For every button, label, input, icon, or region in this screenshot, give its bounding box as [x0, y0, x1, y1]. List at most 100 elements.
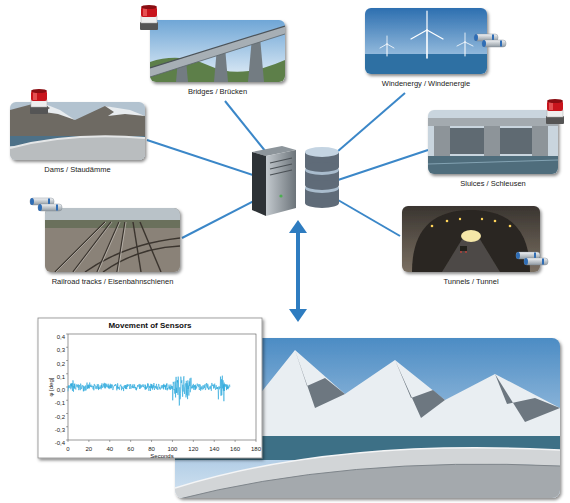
wind-photo-part-part-part [426, 30, 428, 58]
chart-grid-part [130, 440, 131, 442]
wind-photo-part-part-part [457, 42, 465, 46]
beacon-sensor-part [547, 110, 563, 117]
dam-photo-part-part [105, 106, 145, 116]
sluice-photo-part-part [450, 128, 484, 154]
railroad-photo-part-part-part [85, 238, 180, 272]
wind-photo-part-part [365, 54, 487, 74]
tile-caption: Tunnels / Tunnel [443, 277, 498, 286]
tile-caption: Windenergy / Windenergie [382, 79, 470, 88]
chart-grid-part [66, 413, 68, 414]
axis-label: 0,1 [57, 374, 65, 380]
tunnel-photo-part-part [431, 218, 512, 228]
railroad-photo-part-part-part [103, 246, 180, 272]
tilt-sensor-part [56, 205, 58, 211]
chart-frame-part [68, 334, 256, 440]
tilt-sensor-part [482, 40, 506, 47]
label-holder: -0,1 [55, 392, 65, 408]
tunnel-photo-part-part [461, 230, 481, 242]
hub-link-part [225, 101, 266, 152]
chart-frame [38, 318, 262, 458]
label-holder: 160 [230, 438, 240, 454]
railroad-photo-part-part-part [56, 222, 106, 272]
application-tile: Dams / Staudämme [10, 102, 145, 174]
chart-grid-part [66, 440, 68, 441]
bridge-photo-part-part [150, 34, 285, 77]
chart-grid-part [172, 440, 173, 442]
database-stack-part [305, 147, 339, 157]
tile-caption: Bridges / Brücken [188, 87, 247, 96]
hub-link-part [338, 200, 400, 236]
wind-photo-part-part [380, 11, 473, 58]
hub-link-part [182, 200, 256, 238]
beacon-sensor-part [143, 8, 147, 16]
chart-grid-part [214, 440, 215, 442]
axis-label: -0,4 [55, 440, 65, 446]
tunnel-photo-part-part-part [494, 220, 497, 223]
tilt-sensor-part [524, 258, 548, 265]
axis-label: 160 [230, 446, 240, 452]
tunnel-photo-part-part-part [431, 225, 434, 228]
label-holder: 0,0 [57, 379, 65, 395]
tunnel-photo-part-part-part [459, 218, 461, 220]
label-holder: 180 [251, 438, 261, 454]
sluice-photo-part-part [428, 110, 558, 174]
axis-label: 140 [209, 446, 219, 452]
chart-grid-part [66, 387, 68, 388]
bridge-photo [150, 20, 285, 82]
chart-grid-part [256, 440, 257, 442]
hub-link-part [338, 150, 428, 180]
axis-label: 80 [148, 446, 155, 452]
tilt-sensor-part [48, 199, 50, 205]
wind-photo-part-part-part [411, 30, 427, 39]
chart-grid-part [68, 440, 69, 442]
hub-link [147, 93, 428, 238]
tunnel-photo [402, 206, 540, 272]
application-tile: Tunnels / Tunnel [402, 206, 540, 286]
beacon-sensor-part [549, 102, 553, 110]
sluice-photo-part-part [428, 118, 558, 126]
axis-label: -0,2 [55, 414, 65, 420]
axis-label: -0,1 [55, 400, 65, 406]
label-holder: 0,4 [57, 326, 65, 342]
server-tower-part [270, 164, 292, 169]
wind-photo [365, 8, 487, 74]
sluice-photo-part-part [428, 156, 558, 174]
beacon-sensor [140, 5, 158, 30]
wind-photo-part-part-part [387, 36, 388, 44]
chart-grid-part [66, 334, 68, 335]
dam-photo-part [10, 102, 145, 160]
dam-photo-part-part [10, 102, 145, 160]
railroad-photo-part-part-part [140, 222, 161, 272]
tilt-sensor-part [482, 40, 486, 47]
label-holder: φ [deg] [40, 378, 56, 397]
tile-caption: Railroad tracks / Eisenbahnschienen [52, 277, 174, 286]
tunnel-photo-part-part [412, 210, 530, 272]
tilt-sensor-part [542, 259, 544, 265]
label-holder: 120 [188, 438, 198, 454]
label-holder: 40 [106, 438, 113, 454]
server-tower-part [252, 152, 266, 216]
dam-photo-part-part [10, 136, 145, 148]
chart-grid-part [66, 373, 68, 374]
chart-grid-part [193, 440, 194, 442]
bridge-photo-part [150, 20, 285, 82]
double-arrow-part [289, 309, 307, 322]
dam-panorama-part-part [175, 464, 560, 498]
sluice-photo-part-part [428, 160, 558, 164]
application-tile: Bridges / Brücken [150, 20, 285, 96]
axis-label: Seconds [150, 453, 173, 459]
railroad-photo-part-part [45, 220, 180, 228]
chart-grid-part [235, 440, 236, 442]
railroad-photo-part-part-part [118, 222, 126, 272]
wind-photo-part-part-part [427, 30, 443, 39]
chart-grid-part [88, 440, 89, 442]
label-holder: 100 [167, 438, 177, 454]
chart-grid [66, 334, 256, 442]
tunnel-photo-part-part-part [509, 225, 512, 228]
sluice-photo-part [428, 110, 558, 174]
tunnel-photo-part-part [465, 251, 467, 253]
tile-caption: Dams / Staudämme [44, 165, 110, 174]
dam-photo-part-part [10, 136, 145, 160]
axis-label: 0 [66, 446, 69, 452]
